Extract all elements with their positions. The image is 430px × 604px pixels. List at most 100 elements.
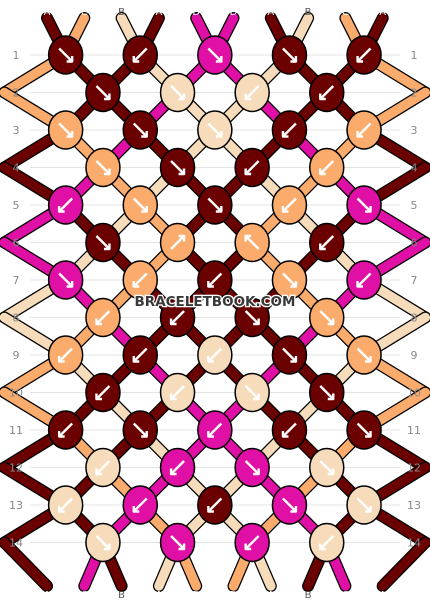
knot (47, 110, 84, 150)
knot-arrow-icon (58, 497, 73, 513)
top-string-label: C (81, 7, 88, 18)
knot (159, 447, 196, 488)
knot-arrow-head (281, 431, 289, 438)
row-number-left: 1 (13, 49, 20, 62)
knot-arrow-icon (356, 347, 372, 363)
knot-arrow-head (327, 393, 335, 401)
knot-arrow-head (327, 468, 335, 476)
knot-arrow-icon (319, 235, 335, 250)
knot (309, 147, 345, 188)
row-number-right: 11 (407, 424, 421, 437)
knot-arrow-head (215, 206, 223, 213)
knot-arrow-head (356, 131, 364, 138)
row-number-right: 5 (411, 199, 418, 212)
row-number-right: 8 (411, 312, 418, 325)
knot-arrow-icon (58, 197, 73, 213)
knot-arrow-head (290, 356, 298, 363)
knot-arrow-head (207, 281, 214, 288)
knot (122, 35, 158, 75)
knot-arrow-head (253, 393, 260, 401)
knot-arrow-head (132, 56, 140, 63)
knot (271, 35, 308, 75)
knot (85, 222, 121, 263)
knot-arrow-head (290, 56, 298, 63)
row-number-left: 9 (13, 349, 20, 362)
thread-segment (0, 537, 52, 591)
knot (346, 335, 382, 375)
knot-arrow-icon (319, 160, 335, 175)
knot (159, 222, 196, 263)
knot-arrow-icon (58, 422, 73, 438)
knot-arrow-head (103, 93, 111, 101)
knot-arrow-icon (244, 535, 260, 550)
knot-arrow-head (281, 131, 289, 138)
knot (309, 447, 345, 488)
knot (309, 72, 345, 113)
knot-arrow-icon (132, 347, 148, 363)
knot-arrow-icon (207, 272, 223, 288)
knot-arrow-icon (207, 497, 223, 513)
knot (346, 185, 382, 225)
row-number-left: 4 (13, 162, 20, 175)
knot-arrow-icon (244, 385, 260, 400)
knot-arrow-icon (282, 272, 297, 288)
knot-arrow-icon (132, 197, 148, 213)
knot (197, 35, 233, 75)
knot-arrow-head (244, 93, 252, 101)
knot-arrow-icon (282, 422, 297, 438)
knot-arrow-icon (319, 535, 335, 550)
knot (346, 260, 382, 300)
bottom-string-label: B (305, 590, 312, 601)
knot-arrow-icon (95, 310, 111, 325)
knot-arrow-head (132, 281, 140, 288)
knot (47, 485, 84, 525)
knot (346, 485, 382, 525)
knot-arrow-head (178, 543, 186, 551)
knot-arrow-icon (244, 160, 260, 175)
knot-arrow-head (319, 543, 326, 551)
row-number-left: 8 (13, 312, 20, 325)
knot-arrow-icon (356, 47, 372, 63)
knot-arrow-head (365, 356, 372, 363)
knot-arrow-icon (58, 272, 73, 288)
knot (197, 260, 233, 300)
knot-arrow-head (356, 281, 364, 288)
knot (271, 185, 308, 225)
knot-arrow-icon (282, 122, 297, 138)
knot (197, 110, 233, 150)
row-number-right: 10 (407, 387, 421, 400)
knot-arrow-head (66, 131, 74, 138)
watermark-text: BRACELETBOOK.COM (135, 294, 296, 310)
knot-arrow-head (169, 468, 177, 476)
knot-arrow-head (103, 543, 111, 551)
row-number-right: 7 (411, 274, 418, 287)
knot-arrow-head (169, 318, 177, 326)
knot-arrow-head (141, 206, 148, 213)
top-string-label: D (230, 7, 238, 18)
knot (346, 35, 382, 75)
row-number-left: 14 (9, 537, 23, 550)
knot (197, 485, 233, 525)
knot (234, 222, 270, 263)
knot (197, 335, 233, 375)
knot (122, 110, 158, 150)
knot (197, 410, 233, 450)
knot-arrow-icon (95, 85, 111, 100)
knot (122, 185, 158, 225)
knot-arrow-head (244, 234, 252, 242)
knot-arrow-head (178, 234, 186, 242)
knot-arrow-icon (356, 422, 372, 438)
row-number-left: 12 (9, 462, 23, 475)
knot-arrow-head (290, 506, 298, 513)
knot (85, 72, 121, 113)
knot-arrow-icon (207, 47, 223, 63)
knot-arrow-head (57, 506, 65, 513)
knot-arrow-icon (170, 85, 185, 100)
knot-arrow-icon (207, 422, 223, 438)
knot (346, 410, 382, 450)
knot-arrow-head (319, 168, 326, 176)
knot-arrow-head (95, 393, 102, 401)
bottom-string-label: A (44, 590, 51, 601)
knot-arrow-icon (356, 497, 372, 513)
